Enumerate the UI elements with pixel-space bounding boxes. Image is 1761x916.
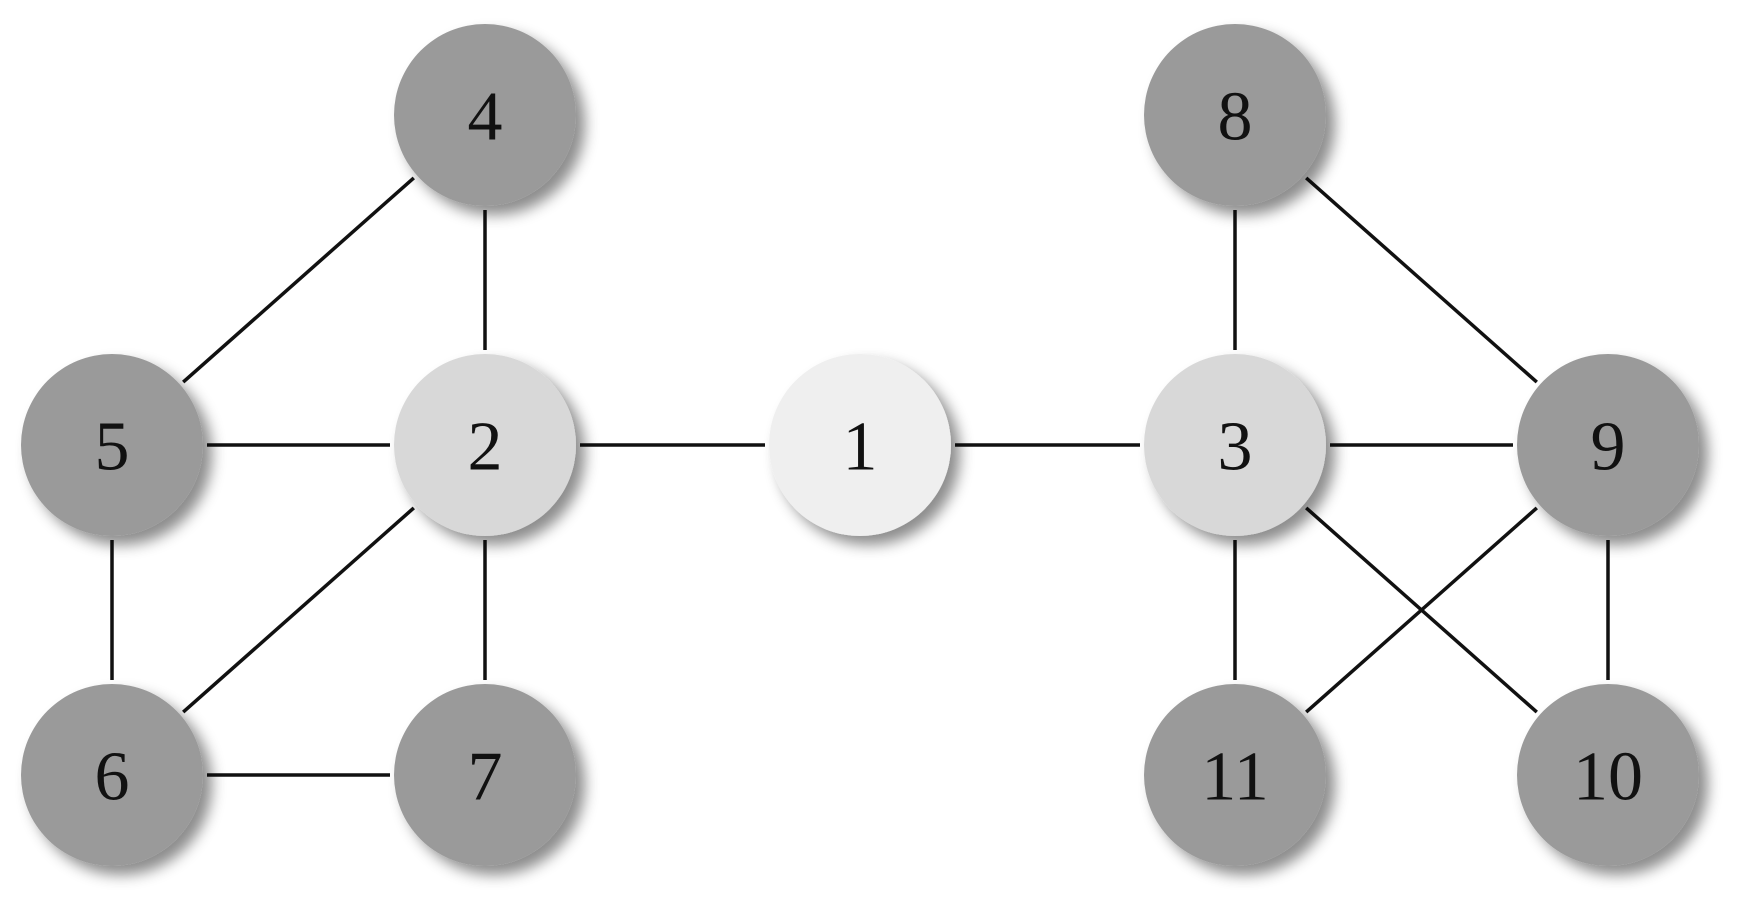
node-circle-10	[1517, 684, 1699, 866]
edge-2-6	[182, 506, 415, 714]
edge-8-9	[1305, 176, 1538, 384]
node-10: 10	[1517, 684, 1699, 866]
node-circle-11	[1144, 684, 1326, 866]
node-11: 11	[1144, 684, 1326, 866]
edges-layer	[110, 176, 1610, 777]
node-circle-7	[394, 684, 576, 866]
node-circle-3	[1144, 354, 1326, 536]
node-label-3: 3	[1218, 409, 1253, 486]
node-label-10: 10	[1573, 739, 1643, 816]
node-circle-4	[394, 24, 576, 206]
node-circle-1	[769, 354, 951, 536]
node-5: 5	[21, 354, 203, 536]
node-label-11: 11	[1201, 739, 1268, 816]
node-circle-9	[1517, 354, 1699, 536]
edge-9-11	[1305, 506, 1538, 714]
node-6: 6	[21, 684, 203, 866]
node-9: 9	[1517, 354, 1699, 536]
node-2: 2	[394, 354, 576, 536]
node-label-5: 5	[95, 409, 130, 486]
node-circle-5	[21, 354, 203, 536]
node-8: 8	[1144, 24, 1326, 206]
node-label-1: 1	[843, 409, 878, 486]
node-7: 7	[394, 684, 576, 866]
edge-4-5	[182, 176, 415, 384]
node-circle-2	[394, 354, 576, 536]
node-4: 4	[394, 24, 576, 206]
node-label-8: 8	[1218, 79, 1253, 156]
node-circle-6	[21, 684, 203, 866]
node-label-2: 2	[468, 409, 503, 486]
nodes-layer: 1 2 3 4 5 6 7 8 9 10 11	[21, 24, 1699, 866]
node-1: 1	[769, 354, 951, 536]
node-circle-8	[1144, 24, 1326, 206]
node-label-4: 4	[468, 79, 503, 156]
node-3: 3	[1144, 354, 1326, 536]
node-label-7: 7	[468, 739, 503, 816]
node-label-9: 9	[1591, 409, 1626, 486]
node-label-6: 6	[95, 739, 130, 816]
